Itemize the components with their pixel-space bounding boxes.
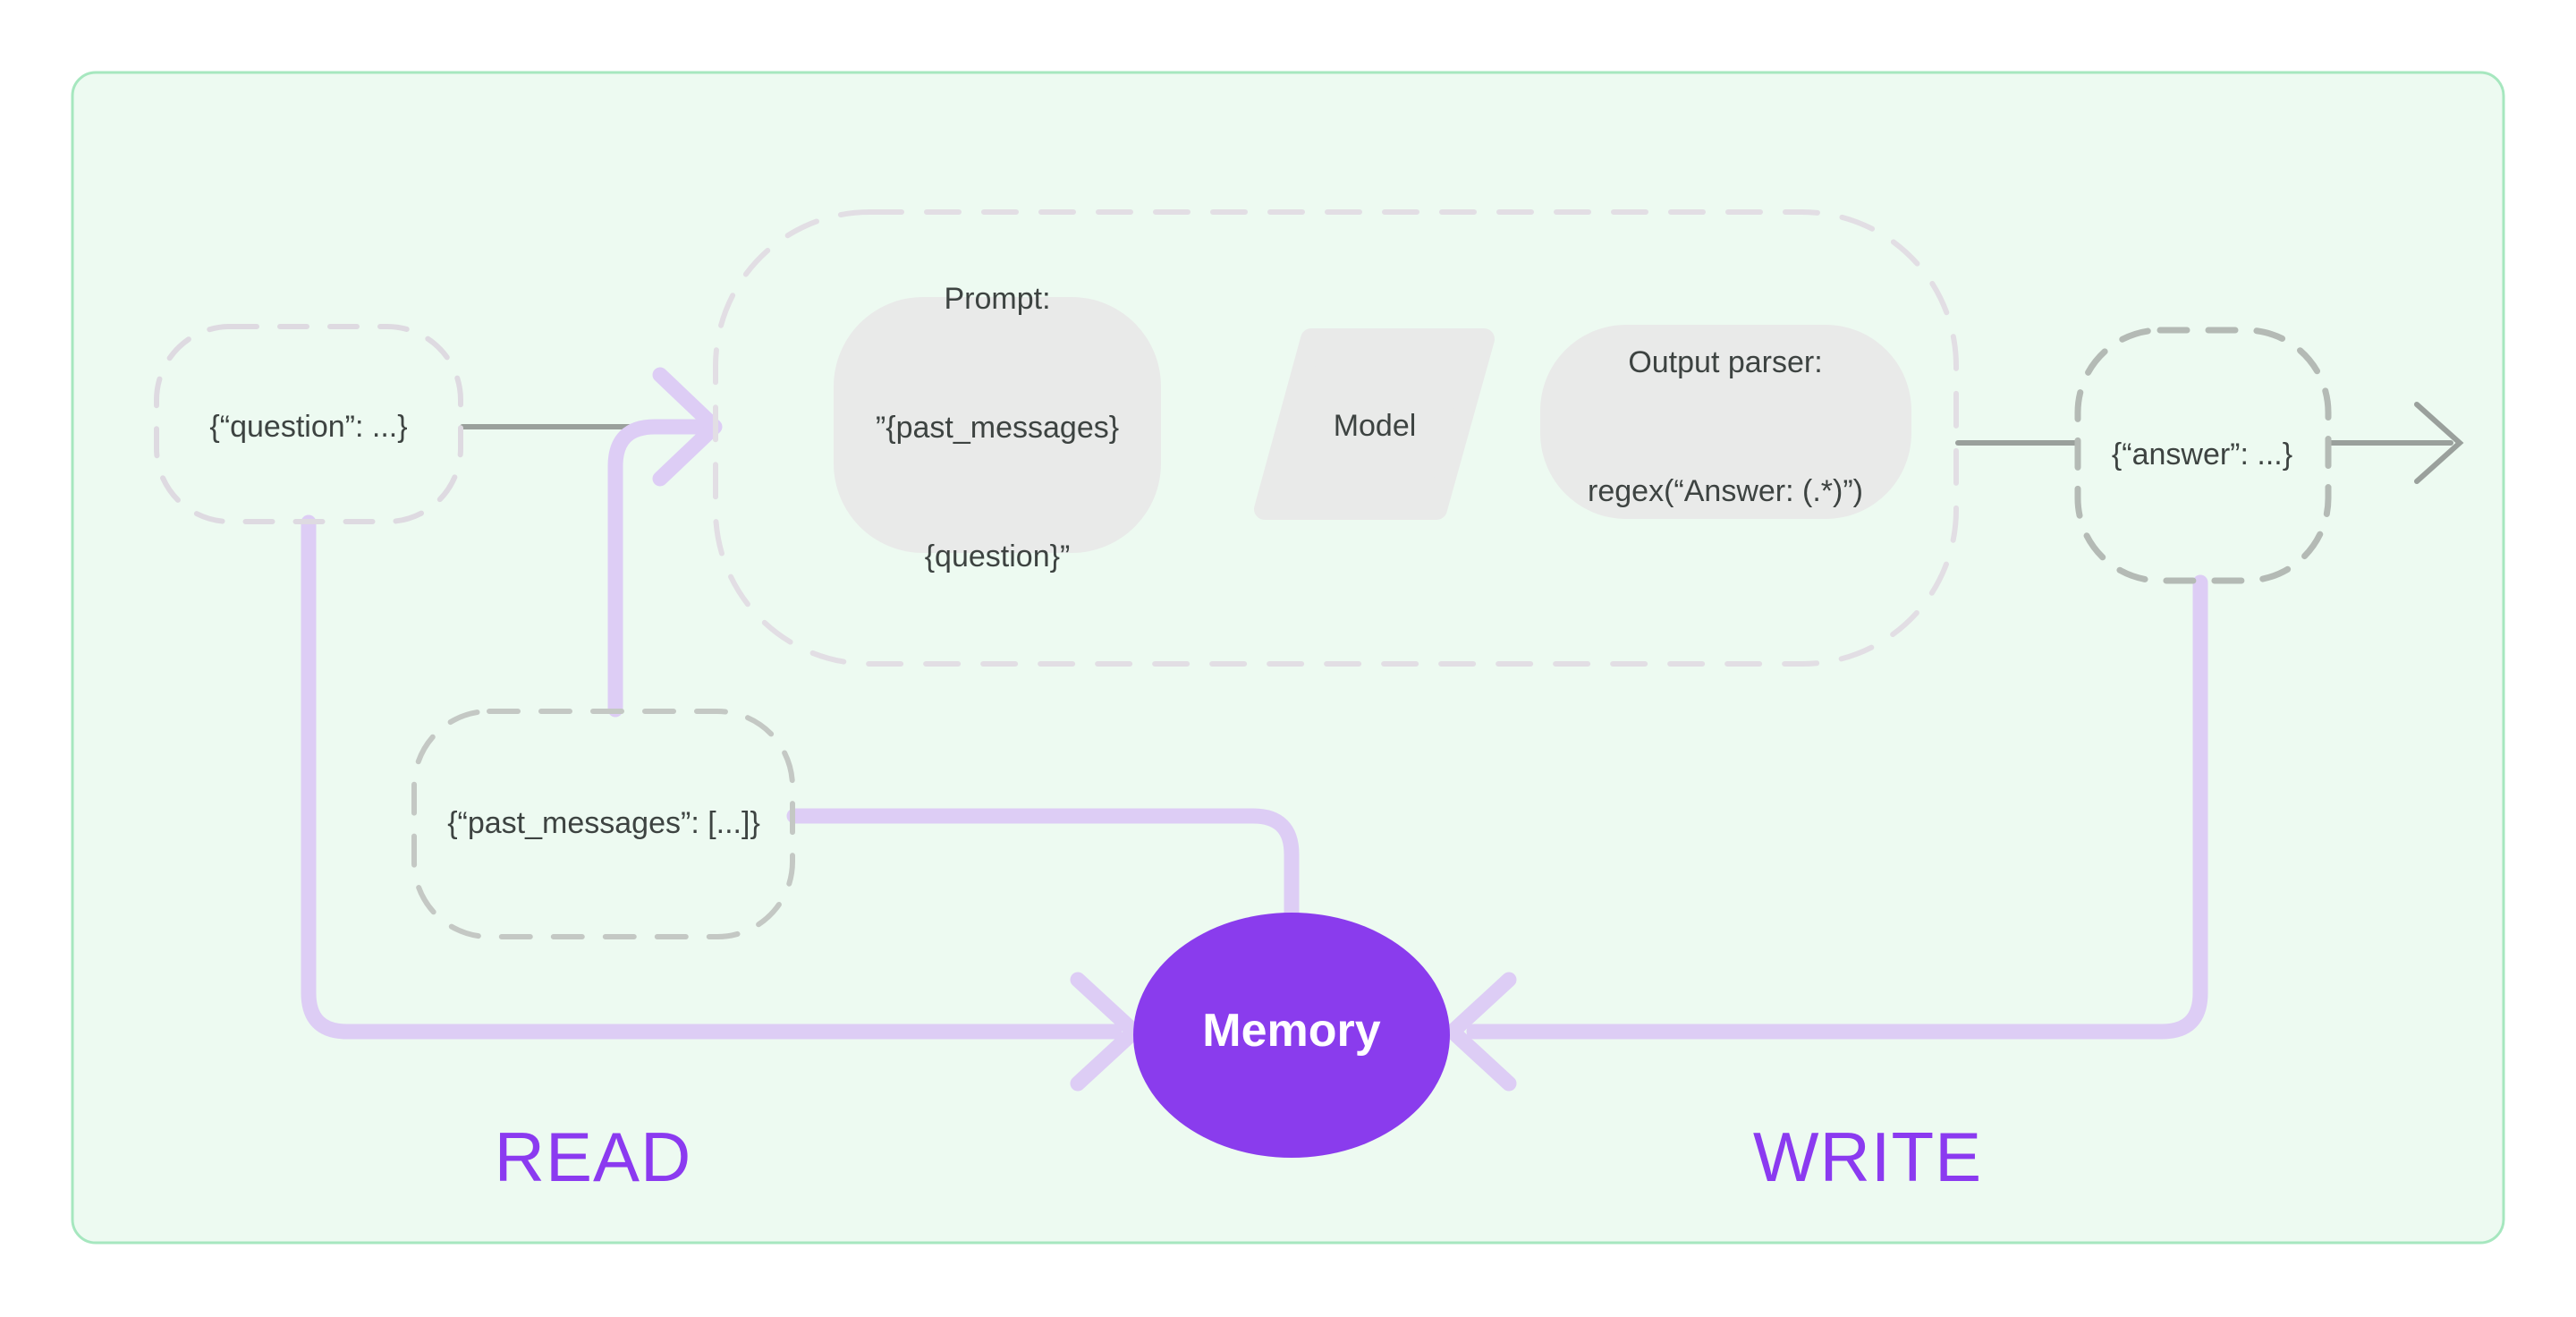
chain-container-box [713,209,1959,667]
output-parser-label-line2: regex(“Answer: (.*)”) [1588,474,1863,508]
memory-node [1133,913,1450,1158]
flow-past-messages-from-memory [786,808,1300,921]
answer-node-label: {“answer”: ...} [2111,438,2293,472]
read-annotation: READ [494,1117,692,1196]
flow-write-answer-to-memory [1466,574,2208,1040]
past-messages-node-box [411,709,795,939]
arrowhead-memory-right-icon [1445,972,1517,1092]
write-annotation: WRITE [1752,1117,1983,1196]
answer-node-box [2074,327,2332,584]
prompt-label-line1: Prompt: [944,282,1051,316]
prompt-label: Prompt: ”{past_messages} {question}” [876,191,1119,664]
prompt-label-line3: {question}” [924,540,1071,574]
output-parser-label-line1: Output parser: [1628,345,1823,379]
output-parser-box [1540,325,1911,519]
prompt-box [834,297,1161,553]
past-messages-node-label: {“past_messages”: [...]} [447,806,760,840]
flow-read-question-to-memory [301,514,1123,1040]
memory-flow-lines [301,367,2208,1092]
question-node-label: {“question”: ...} [209,410,408,444]
output-parser-label: Output parser: regex(“Answer: (.*)”) [1588,255,1863,599]
prompt-label-line2: ”{past_messages} [875,411,1120,445]
flow-past-messages-to-chain [607,419,714,718]
arrowhead-out-icon [2414,402,2464,484]
question-node-box [154,324,463,524]
memory-node-label: Memory [1202,1005,1381,1057]
model-parallelogram [1254,328,1495,520]
model-label: Model [1333,409,1417,443]
